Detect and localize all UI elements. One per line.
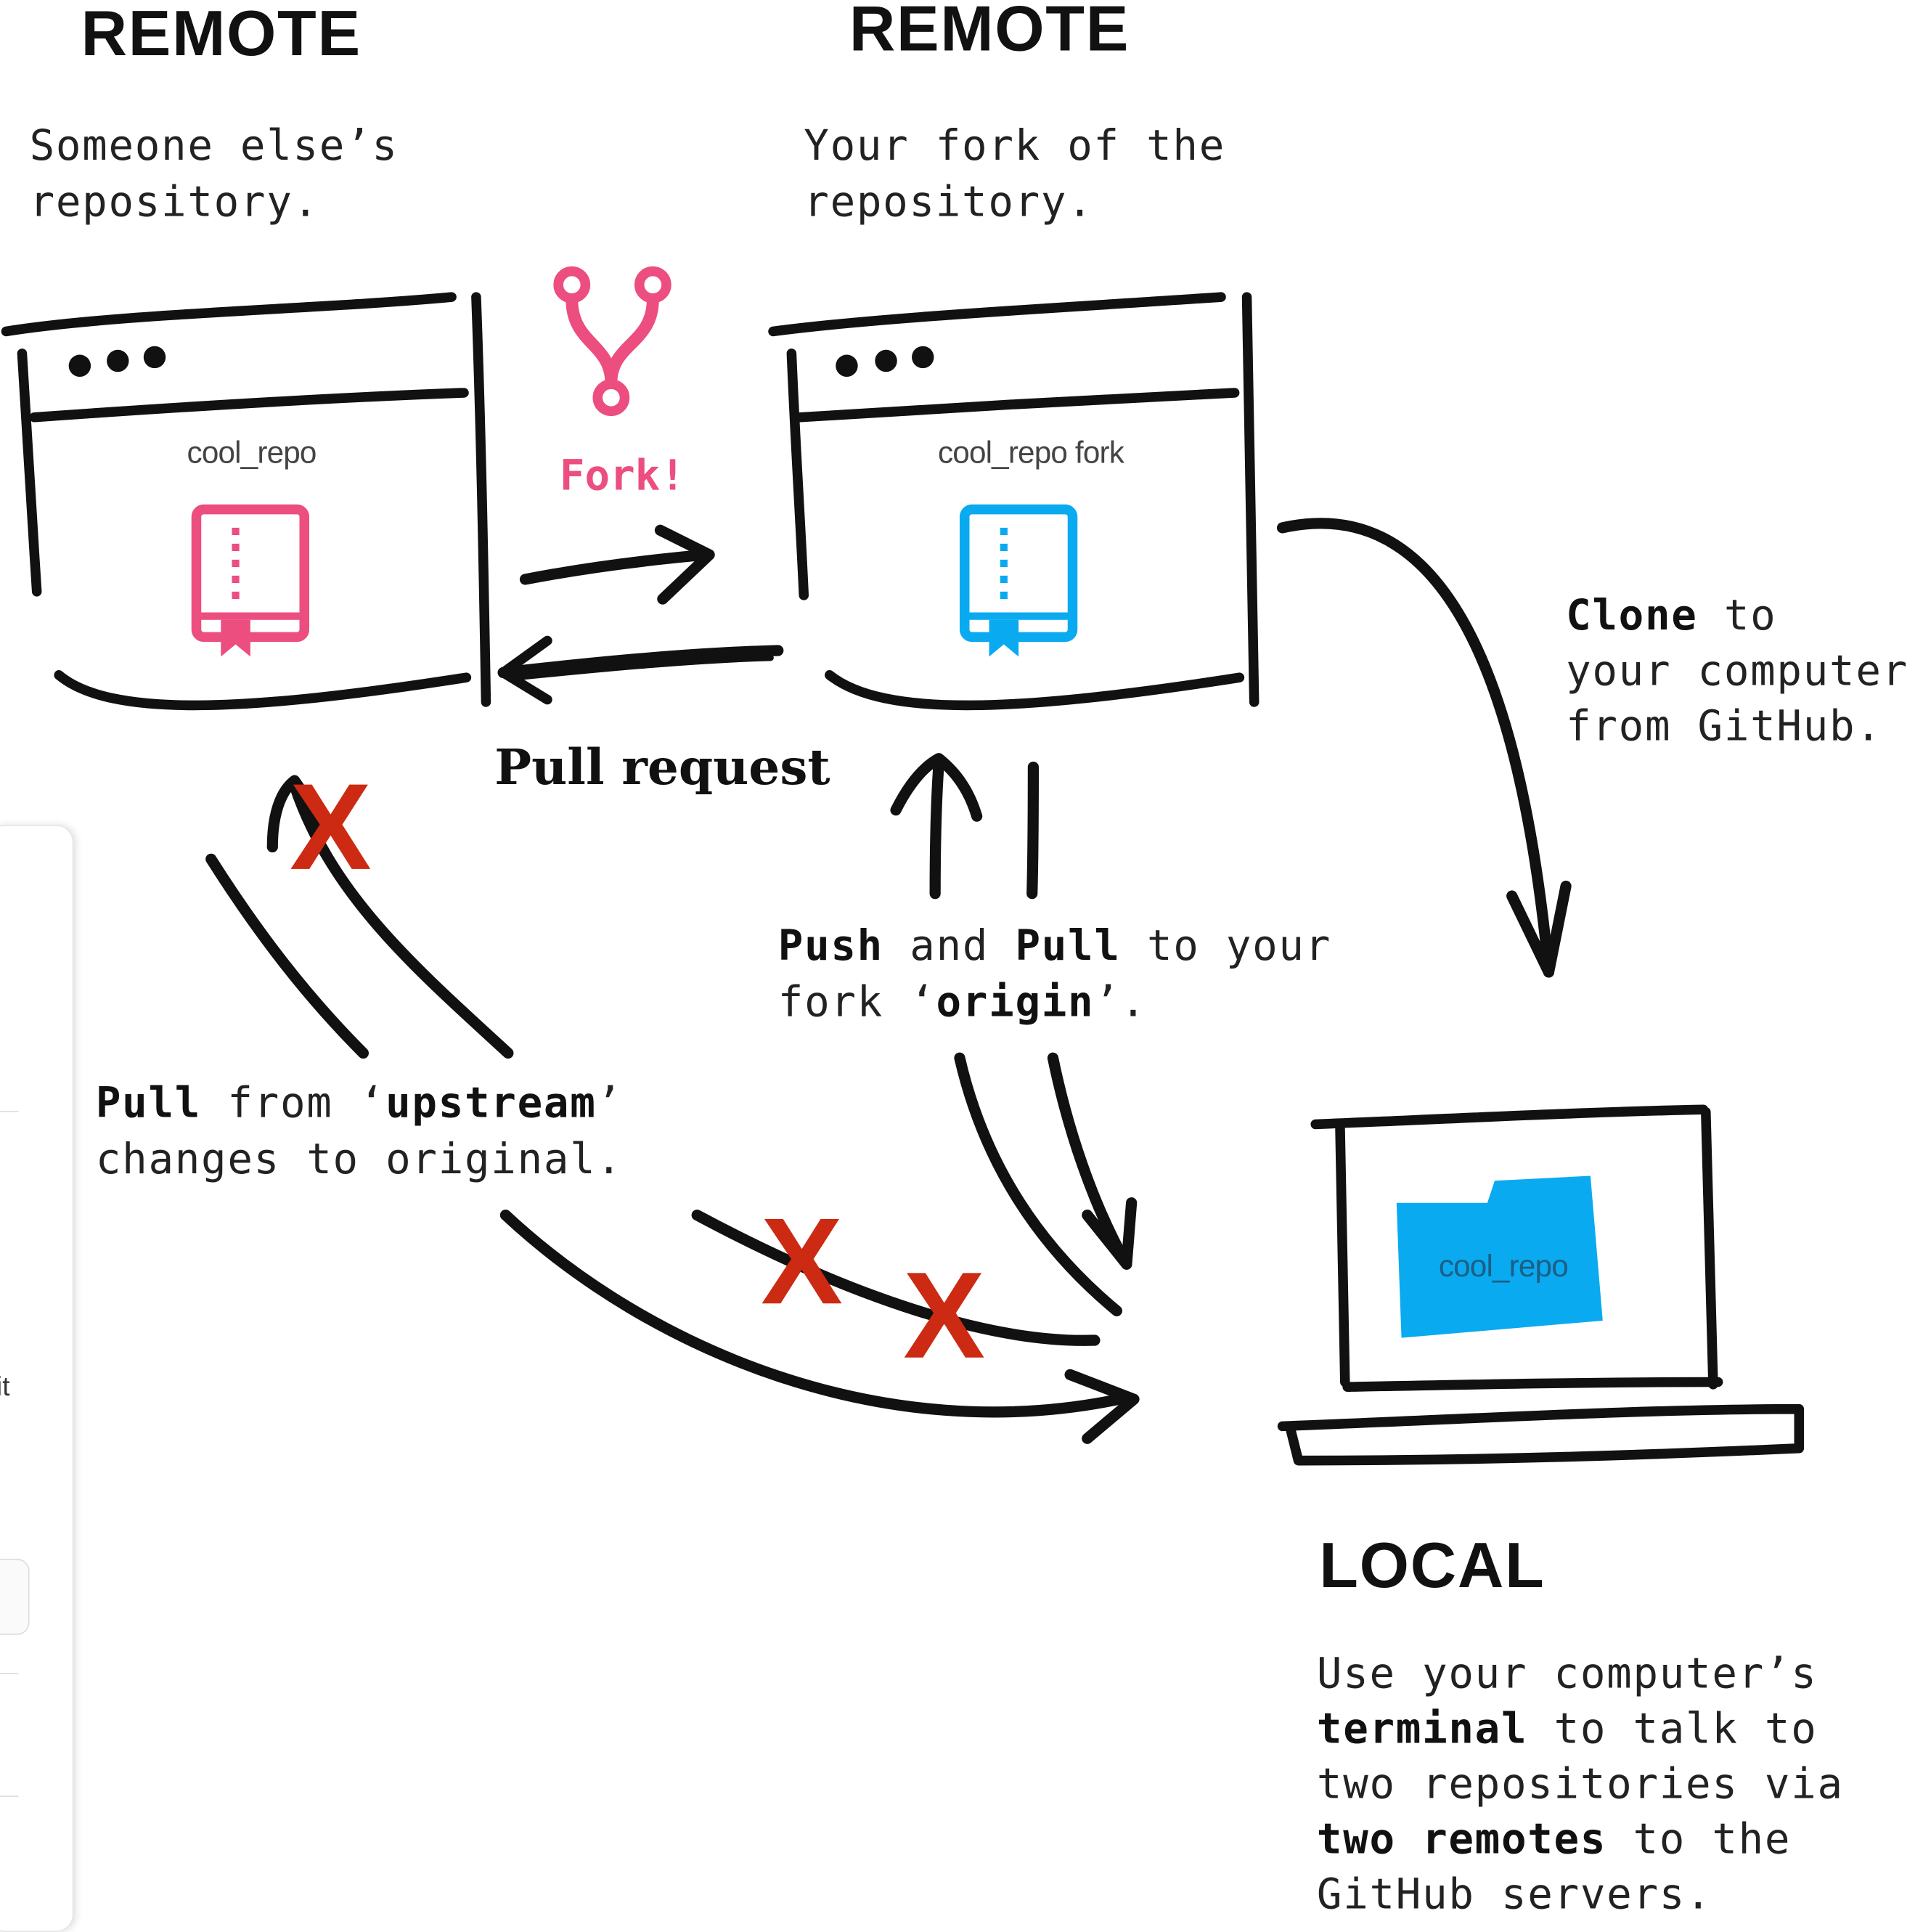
pull-keyword: Pull — [95, 1078, 202, 1128]
push-keyword: Push — [777, 921, 883, 971]
window-dot — [875, 349, 897, 372]
push-pull-description: Push and Pull to your fork ‘origin’. — [778, 918, 1331, 1031]
window-dot — [68, 354, 91, 377]
push-pull-text: to your — [1120, 921, 1332, 971]
fork-repo-name: cool_repo fork — [938, 436, 1124, 470]
window-dot — [107, 349, 129, 372]
upstream-description-line: Someone else’s — [29, 121, 399, 171]
push-arrow — [890, 753, 1122, 1317]
fork-description-line: Your fork of the — [804, 121, 1225, 171]
side-panel: it — [0, 825, 74, 1932]
clone-arrow — [1276, 518, 1572, 978]
x-mark: X — [289, 758, 372, 897]
local-heading: LOCAL — [1319, 1530, 1546, 1602]
clone-text: from GitHub. — [1566, 701, 1882, 751]
x-mark: X — [761, 1193, 843, 1331]
upstream-description: Someone else’s repository. — [30, 118, 399, 231]
panel-divider — [0, 1673, 19, 1674]
push-pull-text: fork ‘ — [777, 978, 936, 1027]
panel-text: it — [0, 1371, 10, 1402]
upstream-pull-description: Pull from ‘upstream’ changes to original. — [96, 1075, 623, 1189]
window-dot — [143, 346, 166, 369]
local-folder-name: cool_repo — [1438, 1249, 1569, 1284]
folder-icon — [1396, 1175, 1603, 1338]
two-remotes-keyword: two remotes — [1316, 1815, 1607, 1864]
clone-keyword: Clone — [1566, 591, 1698, 641]
fork-description-line: repository. — [804, 178, 1094, 227]
fork-icon — [553, 266, 671, 417]
clone-text: to — [1697, 591, 1777, 641]
fork-description: Your fork of the repository. — [804, 118, 1225, 231]
local-description: Use your computer’s terminal to talk to tw… — [1317, 1647, 1844, 1923]
panel-input — [0, 1558, 30, 1635]
book-icon — [959, 504, 1078, 657]
upstream-pull-arrow — [205, 775, 1140, 1444]
upstream-pull-text: from ‘ — [201, 1078, 386, 1128]
fork-arrow — [519, 524, 715, 605]
local-description-line: two repositories via — [1316, 1760, 1844, 1809]
push-pull-text: ’. — [1094, 978, 1147, 1027]
x-mark: X — [903, 1247, 985, 1385]
panel-divider — [0, 1796, 19, 1797]
upstream-repo-name: cool_repo — [187, 436, 317, 470]
window-dot — [836, 354, 858, 377]
upstream-pull-text: ’ — [596, 1078, 623, 1128]
upstream-remote-heading: REMOTE — [81, 0, 362, 70]
local-description-line: Use your computer’s — [1316, 1650, 1818, 1699]
laptop-icon — [1277, 1104, 1805, 1466]
clone-text: your computer — [1566, 646, 1908, 696]
upstream-browser-window-icon — [1, 292, 491, 711]
panel-divider — [0, 1110, 19, 1112]
pull-request-label: Pull request — [494, 738, 830, 797]
fork-browser-window-icon — [768, 292, 1259, 711]
local-description-line: GitHub servers. — [1316, 1870, 1712, 1920]
upstream-keyword: upstream — [385, 1078, 597, 1128]
local-description-line: to talk to — [1527, 1705, 1818, 1754]
window-dot — [912, 346, 934, 369]
fork-label: Fork! — [559, 452, 685, 501]
pull-request-arrow — [497, 635, 784, 705]
book-icon — [191, 504, 310, 657]
terminal-keyword: terminal — [1316, 1705, 1528, 1754]
local-description-line: to the — [1606, 1815, 1792, 1864]
upstream-pull-text: changes to original. — [95, 1135, 623, 1185]
push-pull-text: and — [883, 921, 1016, 971]
pull-arrow — [1026, 761, 1138, 1270]
pull-keyword: Pull — [1015, 921, 1121, 971]
upstream-description-line: repository. — [29, 178, 319, 227]
origin-keyword: origin — [936, 978, 1095, 1027]
fork-remote-heading: REMOTE — [849, 0, 1130, 65]
